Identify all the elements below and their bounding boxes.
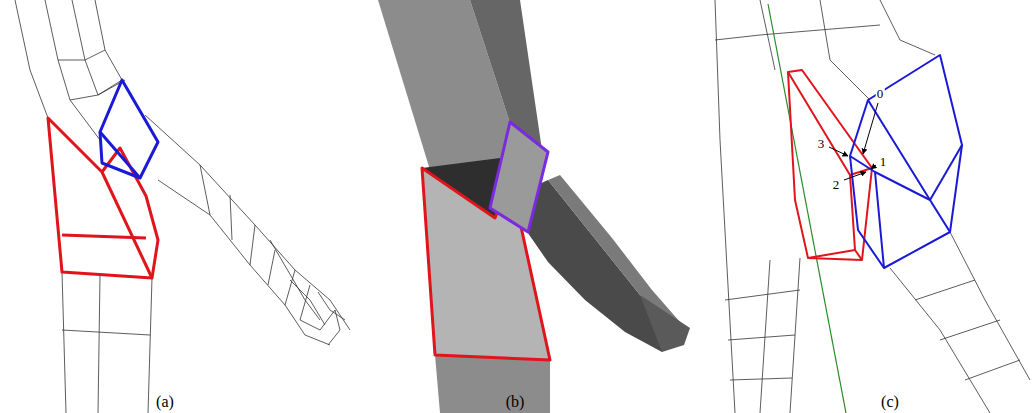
wireframe-a xyxy=(15,0,350,413)
blue-hull-a xyxy=(100,80,158,178)
callout-number: 1 xyxy=(879,155,888,168)
callout-number: 3 xyxy=(817,137,826,150)
panel-label: (c) xyxy=(881,394,899,410)
plane-line xyxy=(768,4,846,413)
blue-hull-c xyxy=(850,55,962,268)
panel-label: (b) xyxy=(506,394,525,410)
shaded-model-b xyxy=(378,0,690,413)
wireframe-c xyxy=(715,0,1030,413)
callout-number: 2 xyxy=(832,178,841,191)
leader-arrows xyxy=(829,103,878,180)
red-hull-a xyxy=(48,118,158,278)
panel-label: (a) xyxy=(156,394,174,410)
callout-number: 0 xyxy=(876,87,885,100)
blue-hull-b xyxy=(490,122,548,232)
